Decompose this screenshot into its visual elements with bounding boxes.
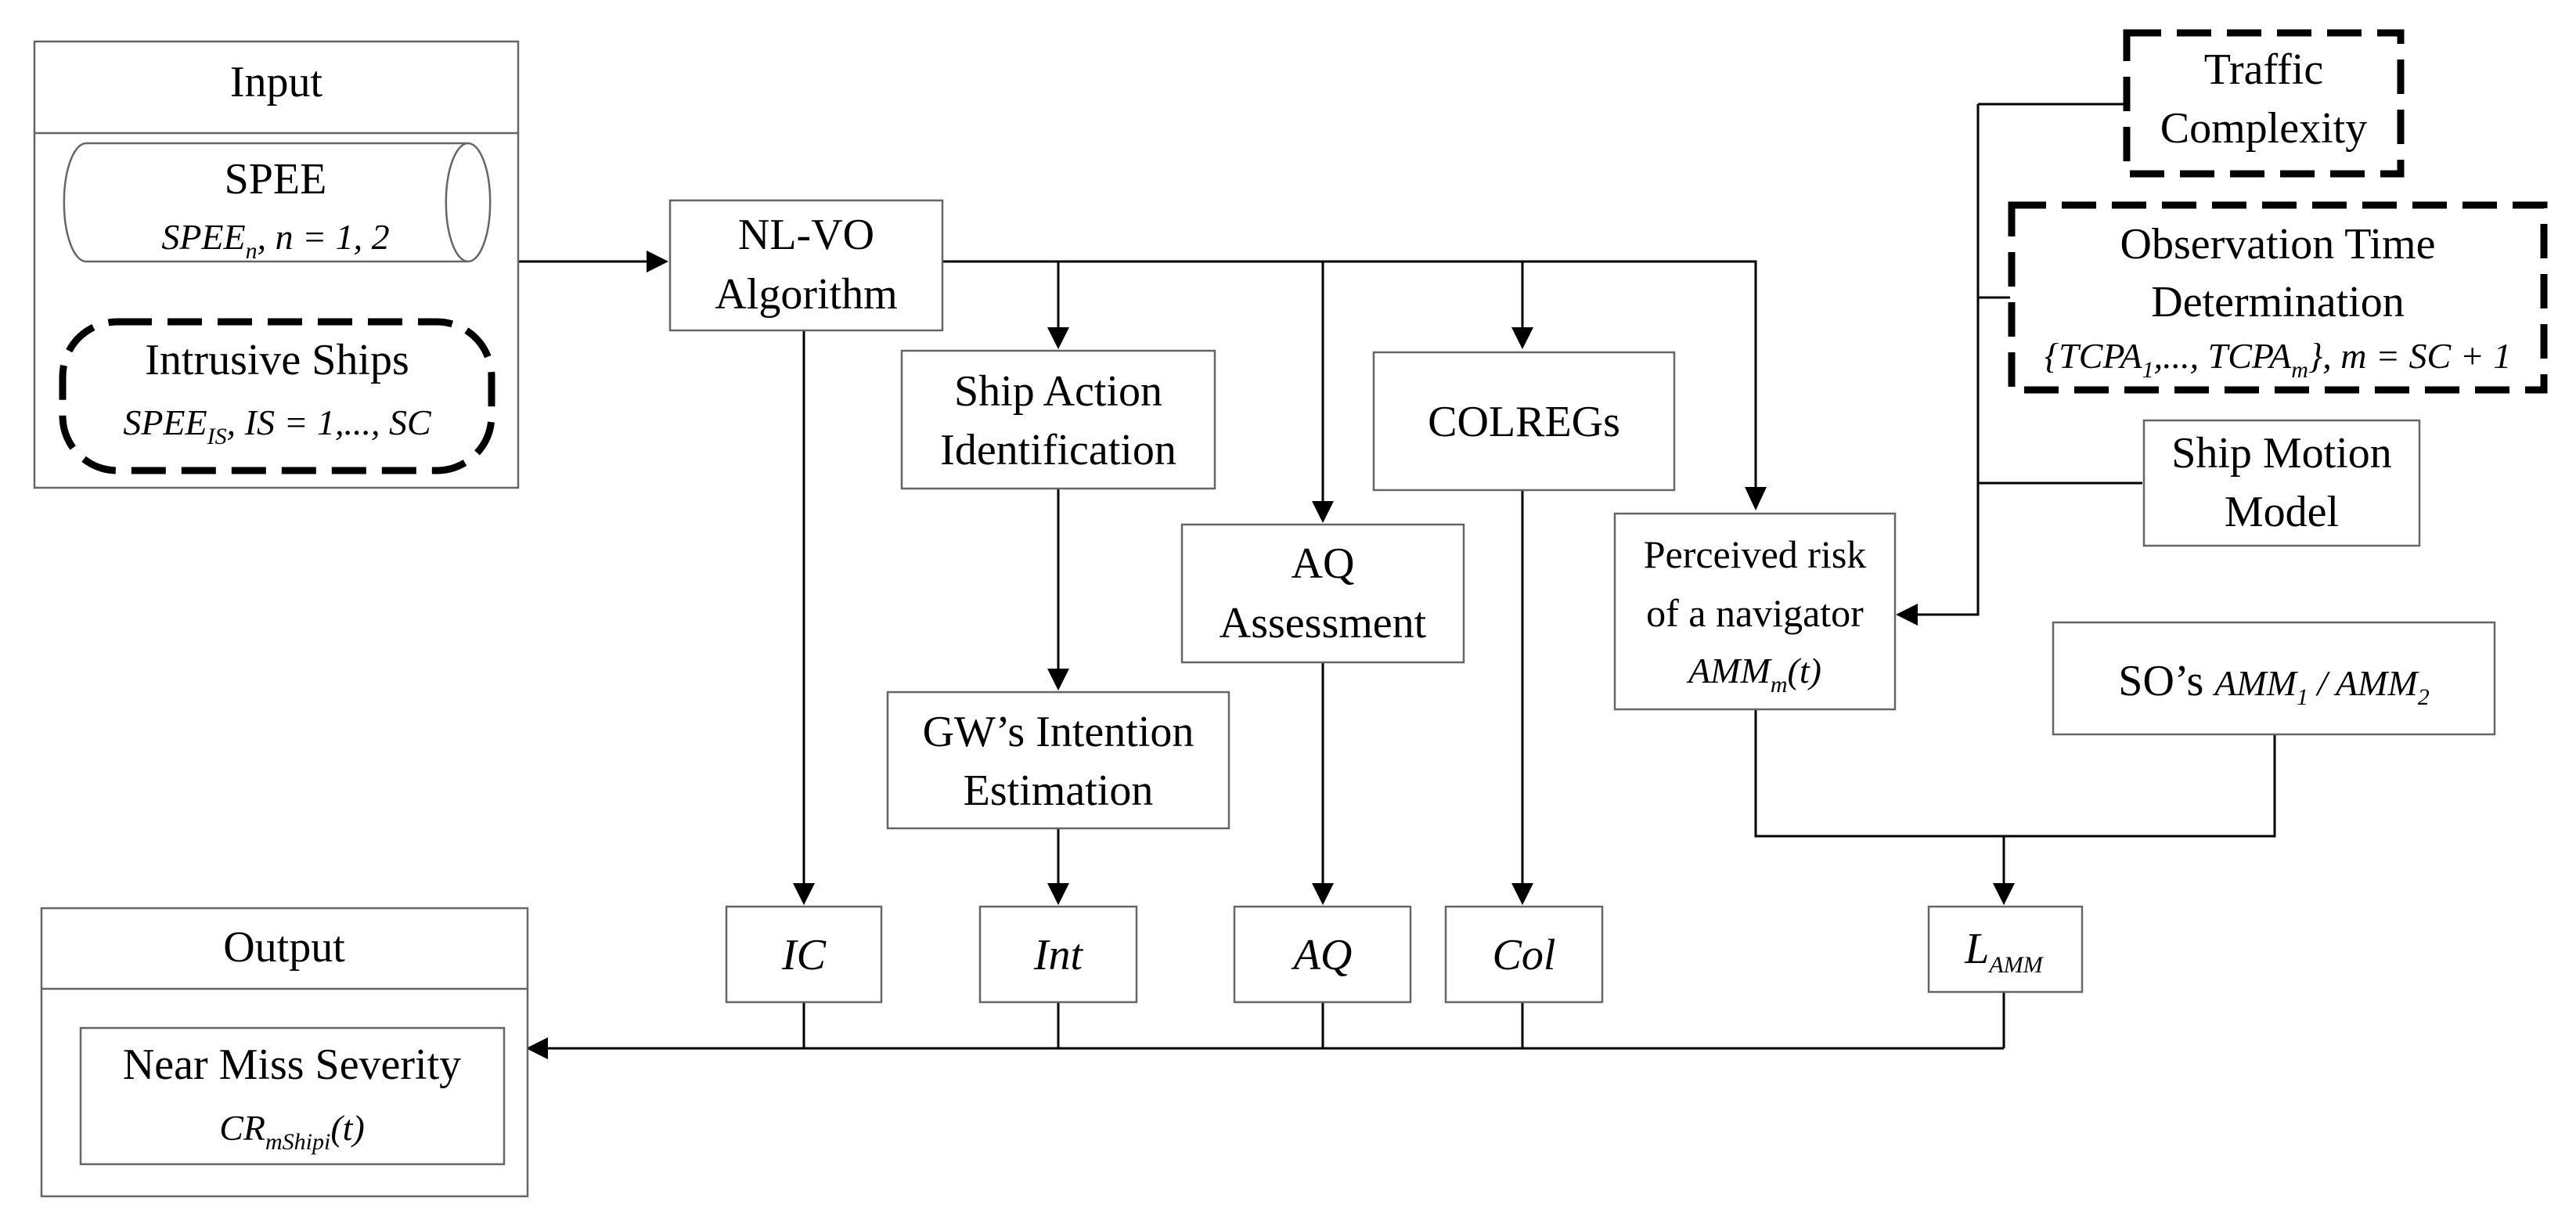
ship-action-box: Ship Action Identification xyxy=(900,349,1216,490)
indicator-col: Col xyxy=(1444,905,1604,1004)
colregs-box: COLREGs xyxy=(1372,351,1676,492)
arrowhead-gw xyxy=(1047,669,1069,691)
arrowhead-lamm xyxy=(1993,883,2015,905)
spee-title: SPEE xyxy=(225,155,327,204)
arrowhead-colregs xyxy=(1511,327,1533,349)
arrowhead-int xyxy=(1047,883,1069,905)
arrowhead-output xyxy=(526,1037,548,1059)
observation-line1: Observation Time xyxy=(2120,220,2436,269)
output-block: Output Near Miss Severity CRmShipi(t) xyxy=(40,907,529,1198)
intrusive-ships-box xyxy=(59,318,495,474)
gw-line2: Estimation xyxy=(964,766,1154,815)
motion-line1: Ship Motion xyxy=(2171,429,2392,478)
aq-assessment-box: AQ Assessment xyxy=(1180,523,1465,664)
arrowhead-aq-assessment xyxy=(1312,501,1334,523)
observation-line2: Determination xyxy=(2151,278,2404,326)
motion-line2: Model xyxy=(2225,488,2339,536)
arrowhead-col xyxy=(1511,883,1533,905)
so-formula: SO’s AMM1 / AMM2 xyxy=(2118,657,2429,710)
output-title: Output xyxy=(223,923,345,972)
arrowhead-ic xyxy=(793,883,815,905)
spee-formula: SPEEn, n = 1, 2 xyxy=(161,217,389,264)
col-label: Col xyxy=(1493,931,1556,979)
intrusive-ships-formula: SPEEIS, IS = 1,..., SC xyxy=(123,402,432,449)
nlvo-line1: NL-VO xyxy=(738,211,874,259)
arrowhead-aq xyxy=(1312,883,1334,905)
ship-motion-model-box: Ship Motion Model xyxy=(2142,419,2421,547)
ship-action-line1: Ship Action xyxy=(954,367,1162,416)
near-miss-title: Near Miss Severity xyxy=(123,1040,461,1089)
ic-label: IC xyxy=(781,931,827,979)
perceived-so-merge xyxy=(1754,709,2276,838)
observation-formula: {TCPA1,..., TCPAm}, m = SC + 1 xyxy=(2045,336,2512,383)
aq-assessment-line1: AQ xyxy=(1292,539,1355,588)
so-amm-box: SO’s AMM1 / AMM2 xyxy=(2052,621,2496,736)
traffic-complexity-box: Traffic Complexity xyxy=(2123,29,2405,178)
perceived-formula: AMMm(t) xyxy=(1686,651,1821,698)
intrusive-ships-title: Intrusive Ships xyxy=(145,336,409,384)
aq-label: AQ xyxy=(1291,931,1353,979)
ship-action-line2: Identification xyxy=(940,426,1176,474)
observation-time-box: Observation Time Determination {TCPA1,..… xyxy=(2008,201,2548,394)
arrowhead-perceived-right xyxy=(1896,604,1918,626)
arrowhead-nlvo xyxy=(647,251,668,272)
gw-line1: GW’s Intention xyxy=(923,708,1194,756)
nlvo-algorithm-box: NL-VO Algorithm xyxy=(668,199,944,332)
lamm-label: LAMM xyxy=(1964,925,2044,978)
nlvo-line2: Algorithm xyxy=(715,270,897,319)
spee-cylinder xyxy=(63,142,492,263)
near-miss-box xyxy=(79,1026,506,1166)
indicator-lamm: LAMM xyxy=(1927,905,2084,994)
gw-intention-box: GW’s Intention Estimation xyxy=(886,691,1230,830)
input-block: Input SPEE SPEEn, n = 1, 2 Intrusive Shi… xyxy=(33,40,520,489)
connectors xyxy=(518,103,2276,1059)
perceived-risk-box: Perceived risk of a navigator AMMm(t) xyxy=(1613,512,1897,711)
traffic-line1: Traffic xyxy=(2204,45,2323,94)
arrowhead-ship-action xyxy=(1047,327,1069,349)
indicator-int: Int xyxy=(978,905,1138,1004)
indicator-aq: AQ xyxy=(1233,905,1412,1004)
arrowhead-perceived xyxy=(1745,487,1767,510)
near-miss-formula: CRmShipi(t) xyxy=(219,1108,365,1155)
perceived-line2: of a navigator xyxy=(1646,591,1864,635)
perceived-line1: Perceived risk xyxy=(1644,532,1867,576)
input-title: Input xyxy=(230,58,323,106)
indicator-ic: IC xyxy=(725,905,883,1004)
right-bus xyxy=(1918,104,1980,616)
aq-assessment-line2: Assessment xyxy=(1220,599,1427,647)
traffic-line2: Complexity xyxy=(2160,104,2367,153)
nlvo-bus xyxy=(942,260,1757,487)
int-label: Int xyxy=(1033,931,1084,979)
colregs-label: COLREGs xyxy=(1428,398,1620,446)
